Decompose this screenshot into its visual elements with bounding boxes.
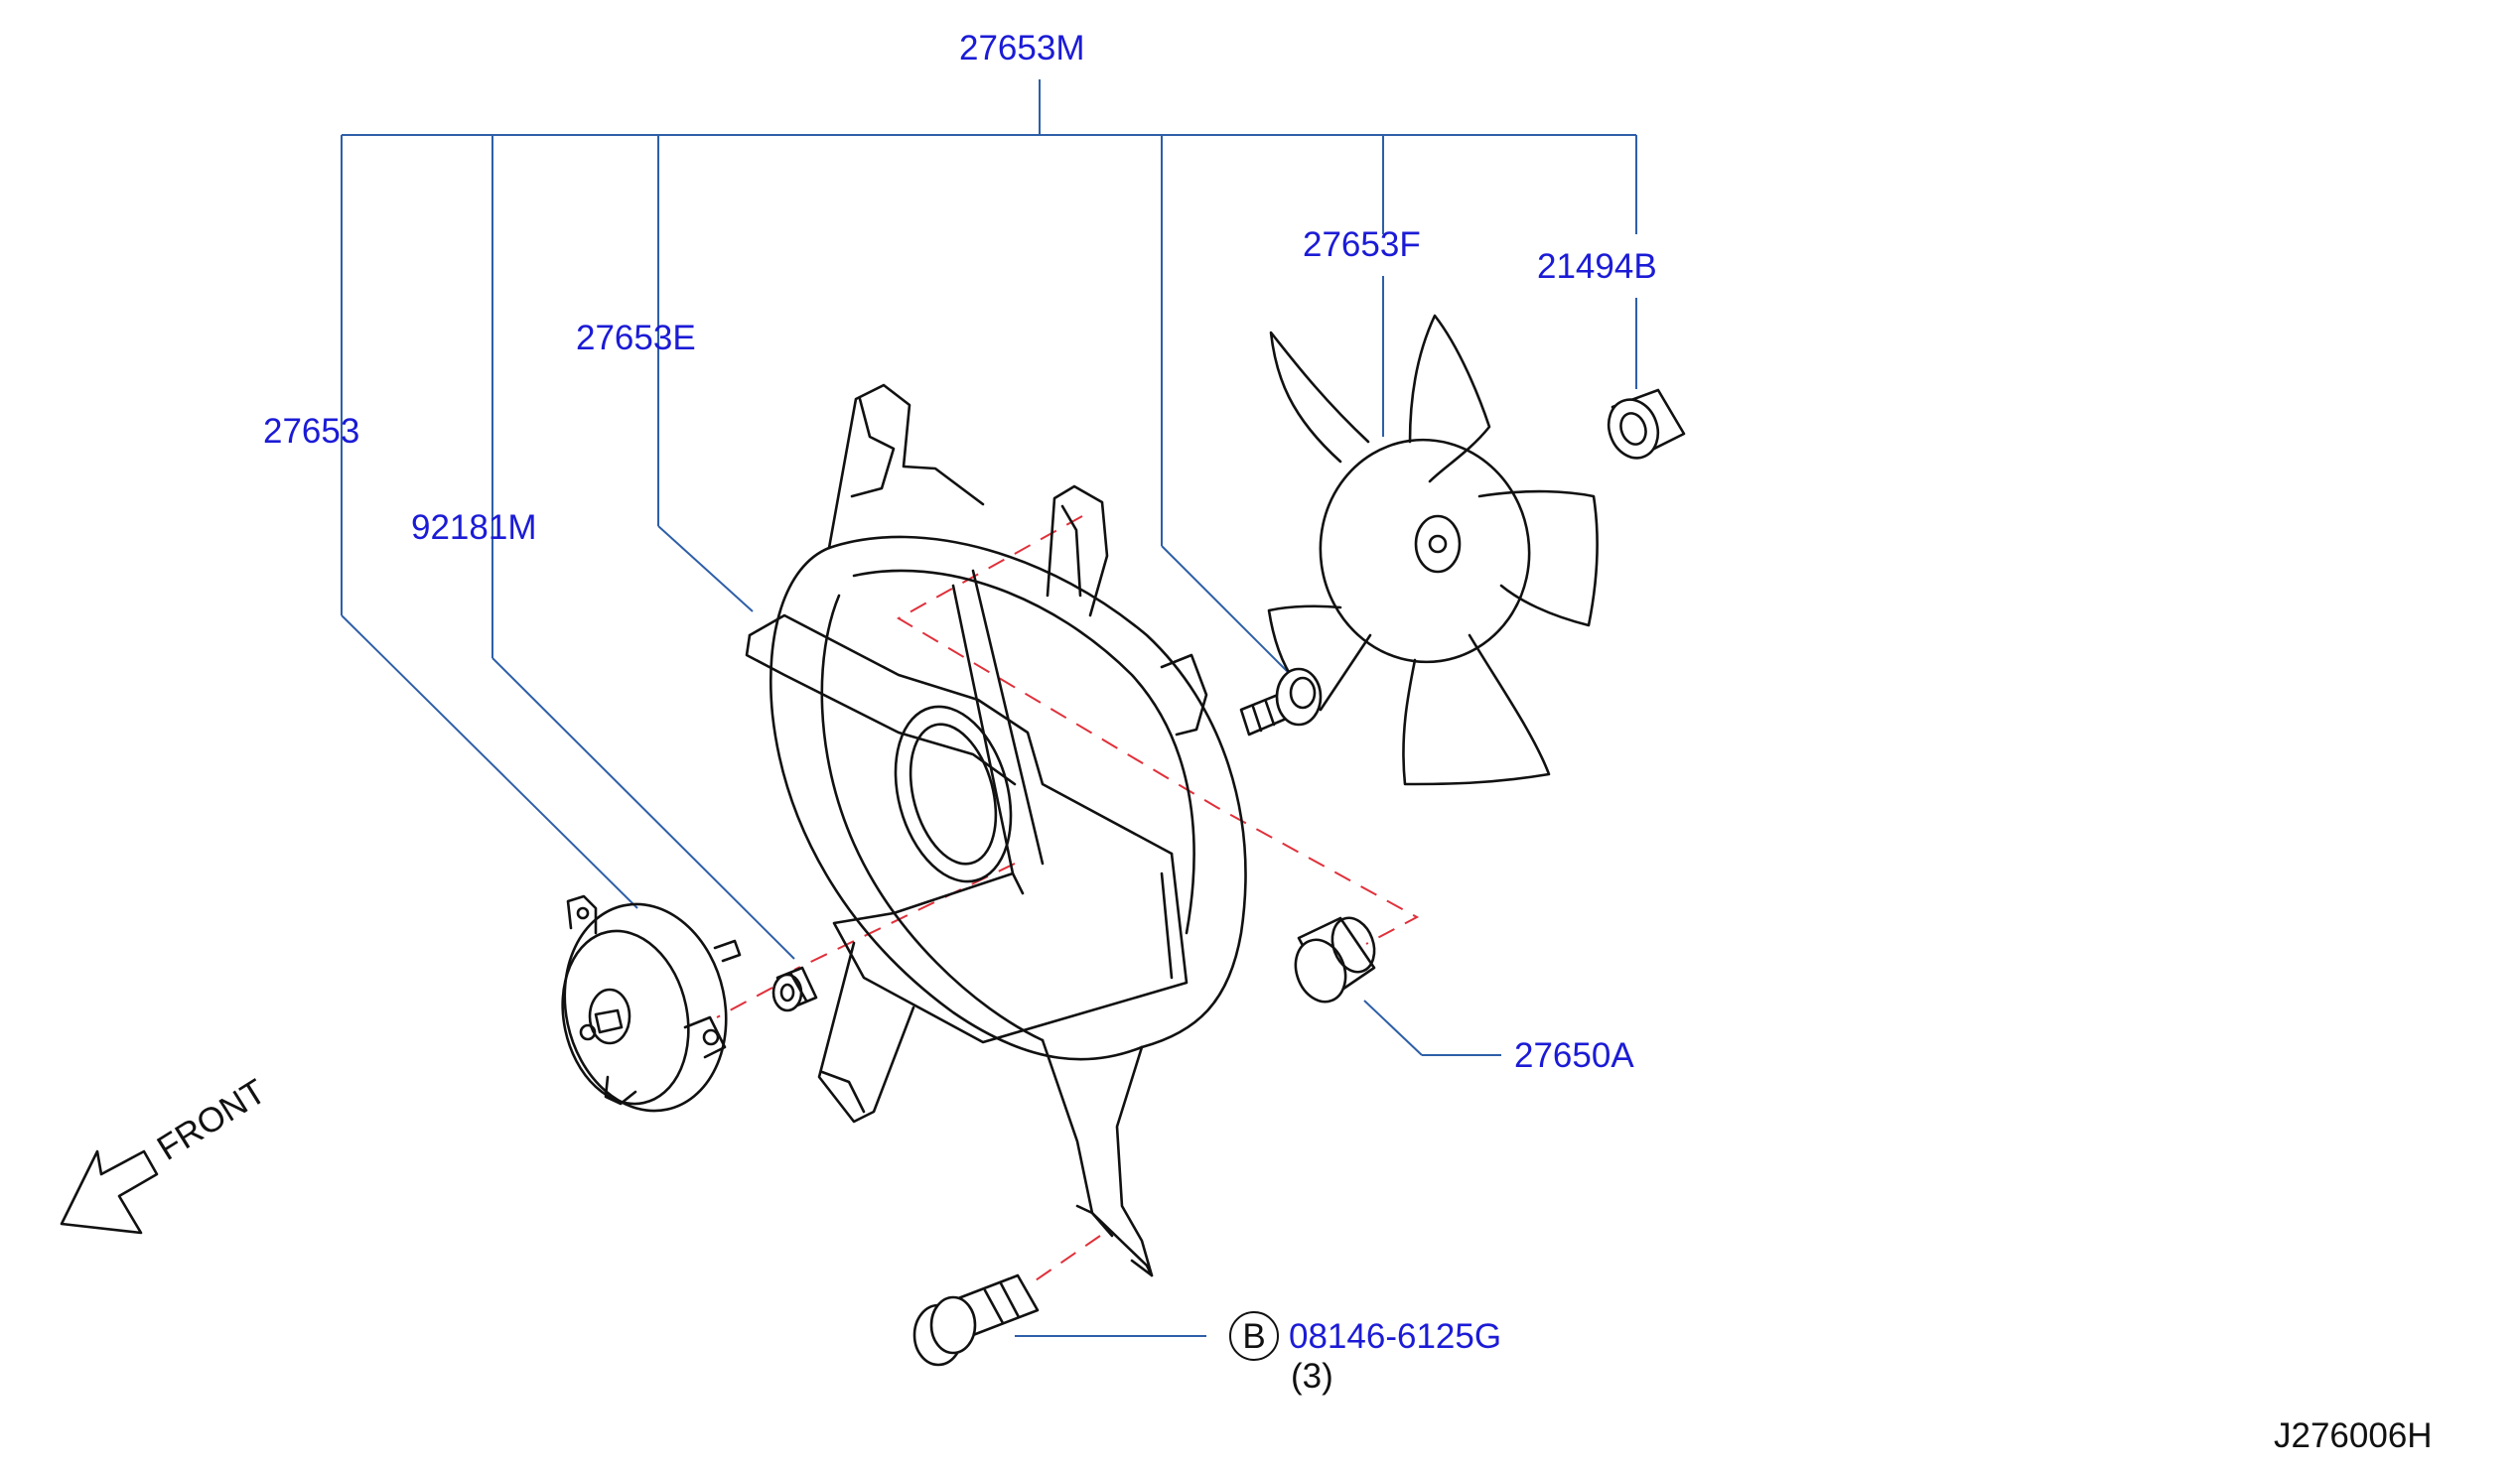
- label-fan: 27653F: [1303, 225, 1421, 264]
- fan-shroud: [745, 383, 1247, 1277]
- bolt: [912, 1273, 1040, 1367]
- label-bolt-qty: (3): [1291, 1357, 1333, 1396]
- label-motor: 27653: [263, 412, 359, 451]
- label-shroud: 27653E: [576, 319, 696, 357]
- label-washer: 92181M: [411, 508, 536, 547]
- fan-blade: [1267, 314, 1599, 786]
- fan-bolt: [1239, 667, 1323, 736]
- grommet: [1294, 916, 1376, 1004]
- front-arrow: FRONT: [60, 1072, 273, 1235]
- label-grommet: 27650A: [1514, 1036, 1634, 1075]
- bolt-symbol-circle: [1229, 1311, 1279, 1361]
- label-bolt: 08146-6125G: [1289, 1317, 1501, 1356]
- washer: [771, 966, 818, 1012]
- diagram-id: J276006H: [2274, 1416, 2433, 1455]
- part-labels: 27653M 27653 92181M 27653E 27653F 21494B…: [263, 29, 2433, 1455]
- cap-nut: [1607, 388, 1686, 460]
- front-label: FRONT: [151, 1072, 273, 1168]
- fan-motor: [561, 894, 742, 1113]
- label-cap-nut: 21494B: [1537, 247, 1657, 286]
- leader-lines: [341, 79, 1637, 1337]
- label-assembly: 27653M: [959, 29, 1084, 67]
- bolt-symbol: B: [1242, 1317, 1265, 1356]
- assembly-guides: [716, 515, 1420, 1283]
